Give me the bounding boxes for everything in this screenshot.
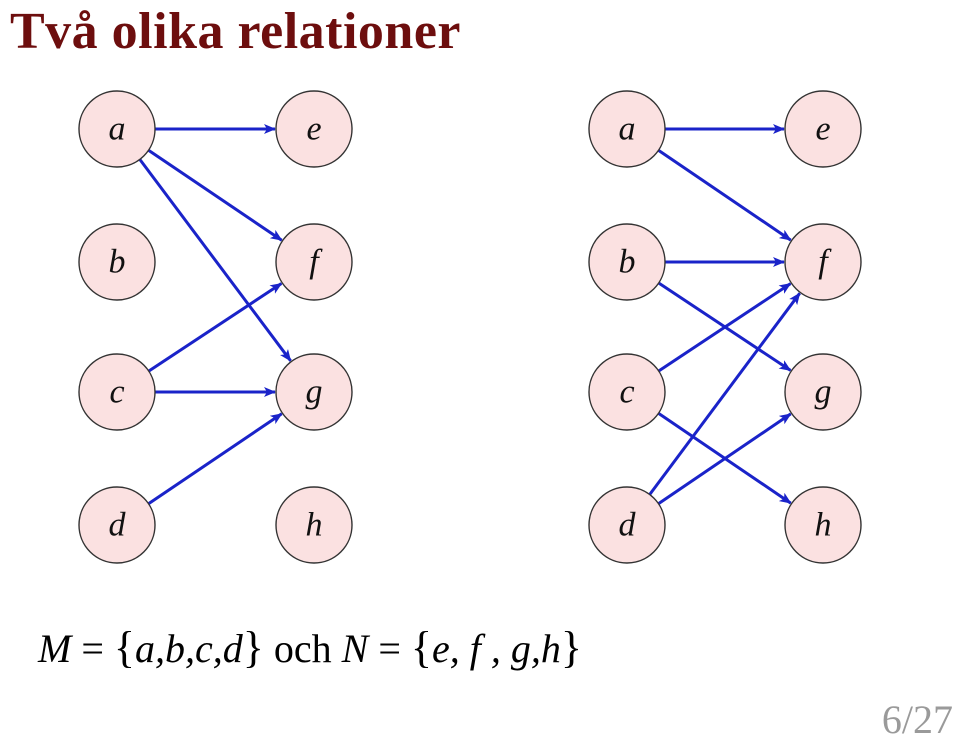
node-circle bbox=[275, 353, 353, 431]
node-circle bbox=[588, 353, 666, 431]
node-label: a bbox=[109, 111, 126, 148]
node-label: a bbox=[619, 111, 636, 148]
node-circle bbox=[784, 353, 862, 431]
node-circle bbox=[275, 486, 353, 564]
edge-left-a-g bbox=[138, 158, 292, 362]
node-label: b bbox=[619, 244, 636, 281]
slide-title: Två olika relationer bbox=[10, 3, 462, 60]
node-label: e bbox=[306, 111, 321, 148]
node-right-d: d bbox=[588, 486, 666, 564]
edge-right-a-f bbox=[657, 149, 792, 242]
node-right-f: f bbox=[784, 223, 862, 301]
node-right-c: c bbox=[588, 353, 666, 431]
conjunction: och bbox=[273, 626, 332, 671]
node-circle bbox=[588, 486, 666, 564]
node-label: e bbox=[815, 111, 830, 148]
node-circle bbox=[784, 90, 862, 168]
node-left-a: a bbox=[78, 90, 156, 168]
equals-sign: = bbox=[81, 626, 104, 671]
node-label: d bbox=[109, 507, 127, 544]
node-circle bbox=[275, 90, 353, 168]
nodes-layer: a b c d e f g h a b c d e f g h bbox=[78, 90, 862, 564]
page-separator: / bbox=[901, 697, 913, 742]
edge-right-d-f bbox=[648, 292, 801, 496]
page-number: 6/27 bbox=[882, 696, 953, 743]
node-left-b: b bbox=[78, 223, 156, 301]
open-brace: { bbox=[410, 623, 433, 672]
node-right-h: h bbox=[784, 486, 862, 564]
equals-sign: = bbox=[378, 626, 401, 671]
node-label: c bbox=[619, 374, 634, 411]
edge-left-c-f bbox=[147, 282, 283, 373]
node-left-h: h bbox=[275, 486, 353, 564]
node-circle bbox=[78, 90, 156, 168]
node-label: c bbox=[109, 374, 124, 411]
edge-left-d-g bbox=[147, 412, 283, 505]
node-circle bbox=[784, 223, 862, 301]
open-brace: { bbox=[113, 623, 136, 672]
page-current: 6 bbox=[881, 697, 902, 742]
edges-layer bbox=[138, 124, 801, 505]
node-label: g bbox=[815, 374, 832, 411]
set-n-elements: e, f , g,h bbox=[432, 626, 561, 671]
node-label: h bbox=[306, 507, 323, 544]
node-label: b bbox=[109, 244, 126, 281]
set-definition: M = {a,b,c,d} och N = {e, f , g,h} bbox=[38, 622, 582, 673]
set-n-name: N bbox=[341, 626, 369, 671]
node-right-b: b bbox=[588, 223, 666, 301]
page-total: 27 bbox=[913, 697, 953, 742]
node-right-a: a bbox=[588, 90, 666, 168]
node-left-g: g bbox=[275, 353, 353, 431]
node-circle bbox=[588, 223, 666, 301]
close-brace: } bbox=[560, 623, 583, 672]
node-label: g bbox=[306, 374, 323, 411]
close-brace: } bbox=[242, 623, 264, 672]
node-right-e: e bbox=[784, 90, 862, 168]
node-circle bbox=[78, 486, 156, 564]
node-left-c: c bbox=[78, 353, 156, 431]
node-circle bbox=[588, 90, 666, 168]
node-left-f: f bbox=[275, 223, 353, 301]
node-label: h bbox=[815, 507, 832, 544]
set-m-name: M bbox=[38, 626, 72, 671]
edge-right-d-g bbox=[657, 412, 792, 505]
edge-right-c-f bbox=[657, 282, 792, 373]
node-circle bbox=[275, 223, 353, 301]
edge-left-a-f bbox=[147, 149, 283, 242]
set-m-elements: a,b,c,d bbox=[135, 626, 243, 671]
node-left-d: d bbox=[78, 486, 156, 564]
node-circle bbox=[784, 486, 862, 564]
node-right-g: g bbox=[784, 353, 862, 431]
node-circle bbox=[78, 353, 156, 431]
node-left-e: e bbox=[275, 90, 353, 168]
node-label: d bbox=[619, 507, 637, 544]
node-circle bbox=[78, 223, 156, 301]
